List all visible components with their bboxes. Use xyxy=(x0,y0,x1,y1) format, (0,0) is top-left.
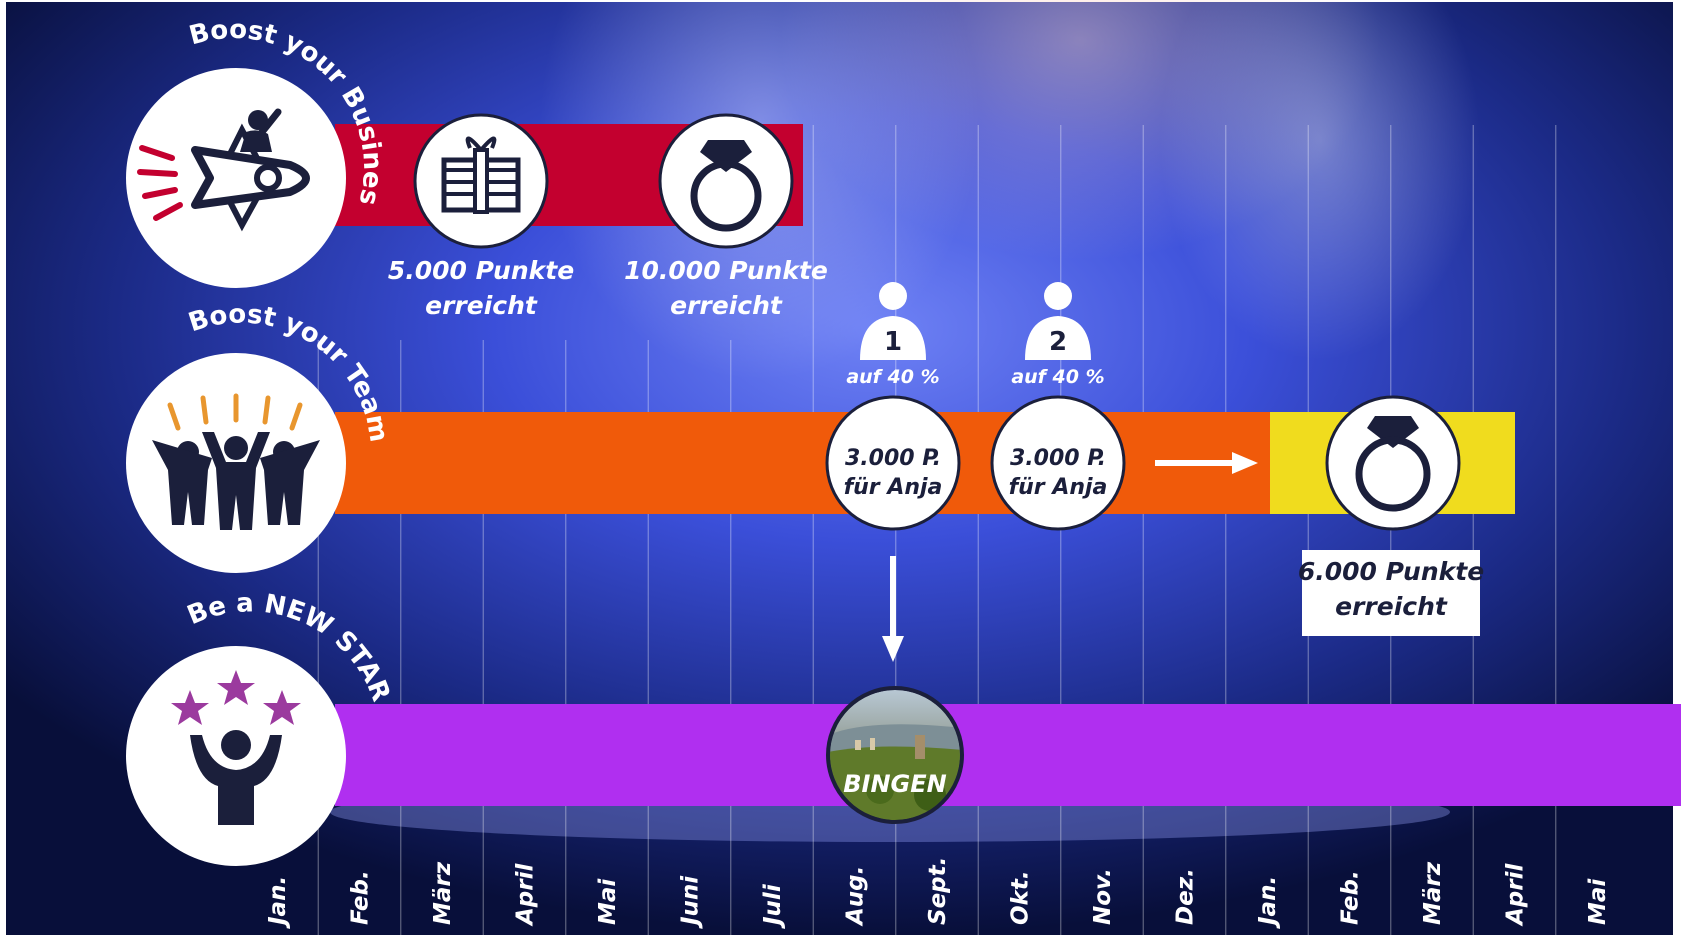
business-milestone-1-line1: 5.000 Punkte xyxy=(388,256,574,285)
recruit-1-percent: auf 40 % xyxy=(846,366,939,388)
team-people-icon xyxy=(152,393,320,530)
three-stars-icon xyxy=(171,670,301,725)
recruit-2-percent: auf 40 % xyxy=(1011,366,1104,388)
month-label: März xyxy=(1420,861,1446,925)
svg-text:für Anja: für Anja xyxy=(1009,475,1108,500)
business-milestone-gift xyxy=(413,113,549,249)
recruit-2-number: 2 xyxy=(1049,327,1067,357)
down-arrow-icon xyxy=(882,556,904,662)
spotlight-glow xyxy=(1160,0,1480,360)
recruit-1-figure: 1 xyxy=(860,282,926,360)
svg-text:3.000 P.: 3.000 P. xyxy=(1010,446,1106,471)
team-track-badge xyxy=(126,353,346,573)
team-reward-line2: erreicht xyxy=(1335,592,1448,621)
recruit-2-figure: 2 xyxy=(1025,282,1091,360)
bingen-label: BINGEN xyxy=(843,770,947,798)
month-label: Feb. xyxy=(1338,870,1364,925)
recruit-1-points: 3.000 P. für Anja xyxy=(825,395,961,531)
month-label: April xyxy=(1503,863,1529,927)
business-milestone-ring xyxy=(658,113,794,249)
svg-text:3.000 P.: 3.000 P. xyxy=(845,446,941,471)
month-label: Mai xyxy=(595,878,621,925)
star-track-badge xyxy=(126,646,346,866)
month-label: März xyxy=(430,861,456,925)
month-label: Juni xyxy=(678,875,704,929)
recruit-1-number: 1 xyxy=(884,327,902,357)
business-milestone-1-line2: erreicht xyxy=(425,291,538,320)
month-label: Sept. xyxy=(925,857,951,925)
month-label: Aug. xyxy=(843,866,869,927)
month-label: Juli xyxy=(760,883,786,929)
bingen-photo: BINGEN xyxy=(826,686,964,824)
diamond-ring-icon xyxy=(690,140,762,232)
month-label: Jan. xyxy=(1255,876,1281,929)
team-reward-label-box xyxy=(1302,550,1480,636)
month-axis: Jan. Feb. März April Mai Juni Juli Aug. Sept. Okt… xyxy=(265,857,1611,929)
month-label: April xyxy=(513,863,539,927)
month-label: Dez. xyxy=(1173,868,1199,925)
business-track-badge xyxy=(126,68,346,288)
team-reward-ring xyxy=(1325,395,1461,531)
recruit-2-points: 3.000 P. für Anja xyxy=(990,395,1126,531)
team-reward-line1: 6.000 Punkte xyxy=(1298,557,1484,586)
month-label: Okt. xyxy=(1008,870,1034,925)
diamond-ring-icon xyxy=(1355,416,1431,512)
business-milestone-2-line1: 10.000 Punkte xyxy=(624,256,828,285)
star-bar xyxy=(335,704,1681,806)
team-bar xyxy=(335,412,1270,514)
month-label: Feb. xyxy=(348,870,374,925)
month-label: Mai xyxy=(1585,878,1611,925)
right-arrow-icon xyxy=(1155,452,1258,474)
rocket-icon xyxy=(137,108,310,232)
month-label: Nov. xyxy=(1090,868,1116,925)
cheering-person-icon xyxy=(190,730,282,825)
gift-icon xyxy=(441,136,521,214)
month-label: Jan. xyxy=(265,876,291,929)
svg-text:für Anja: für Anja xyxy=(844,475,943,500)
business-milestone-2-line2: erreicht xyxy=(670,291,783,320)
